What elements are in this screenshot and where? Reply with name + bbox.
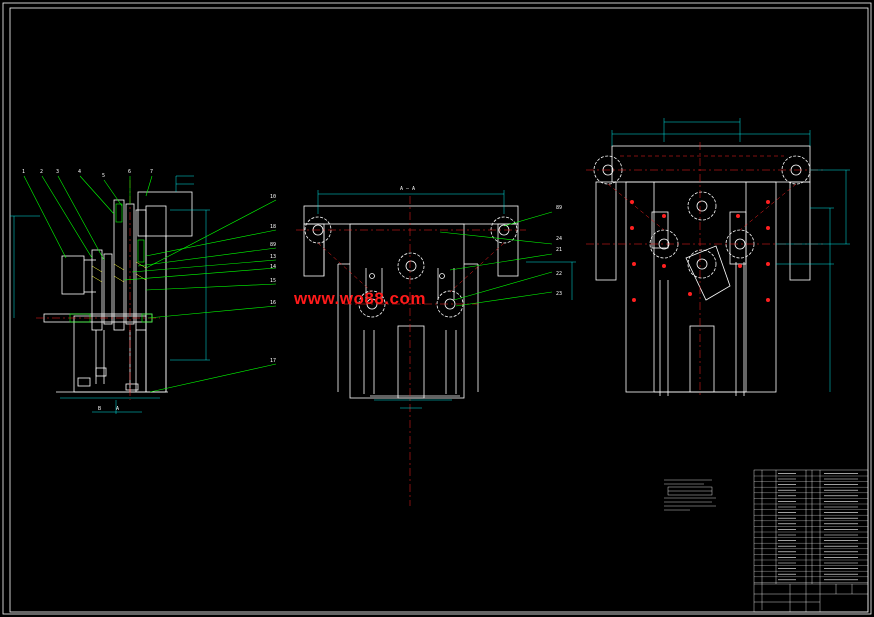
watermark-text: www.wo88.com (294, 289, 426, 308)
side-callout-10: 10 (270, 194, 276, 200)
front-callout-24: 24 (556, 236, 562, 242)
side-callout-2: 2 (40, 169, 43, 175)
front-callout-22: 22 (556, 271, 562, 277)
side-section-label-a: A (116, 406, 119, 412)
side-callout-7: 7 (150, 169, 153, 175)
side-callout-6: 6 (128, 169, 131, 175)
side-section-label-b: B (98, 406, 101, 412)
side-callout-13: 13 (270, 254, 276, 260)
front-callout-89: 89 (556, 205, 562, 211)
side-callout-16: 16 (270, 300, 276, 306)
front-section-marker: A — A (400, 186, 415, 192)
parts-list-and-title-block (753, 469, 869, 613)
side-callout-89: 89 (270, 242, 276, 248)
parts-list-text-strokes (778, 473, 858, 581)
side-callout-1: 1 (22, 169, 25, 175)
side-callout-18: 18 (270, 224, 276, 230)
rear-view (593, 145, 811, 396)
rear-sprocket-tensioner (687, 249, 717, 279)
side-callout-15: 15 (270, 278, 276, 284)
inner-frame (9, 7, 869, 613)
rear-sprocket-center (687, 191, 717, 221)
front-callout-21: 21 (556, 247, 562, 253)
parts-list-rows (754, 475, 868, 583)
side-callout-3: 3 (56, 169, 59, 175)
side-callout-5: 5 (102, 173, 105, 179)
front-callout-23: 23 (556, 291, 562, 297)
front-sprocket-middle (397, 252, 425, 280)
front-sprocket-lower-left (358, 290, 386, 318)
side-view (43, 191, 193, 393)
technical-notes (664, 479, 716, 511)
side-callout-17: 17 (270, 358, 276, 364)
side-callout-14: 14 (270, 264, 276, 270)
side-callout-4: 4 (78, 169, 81, 175)
